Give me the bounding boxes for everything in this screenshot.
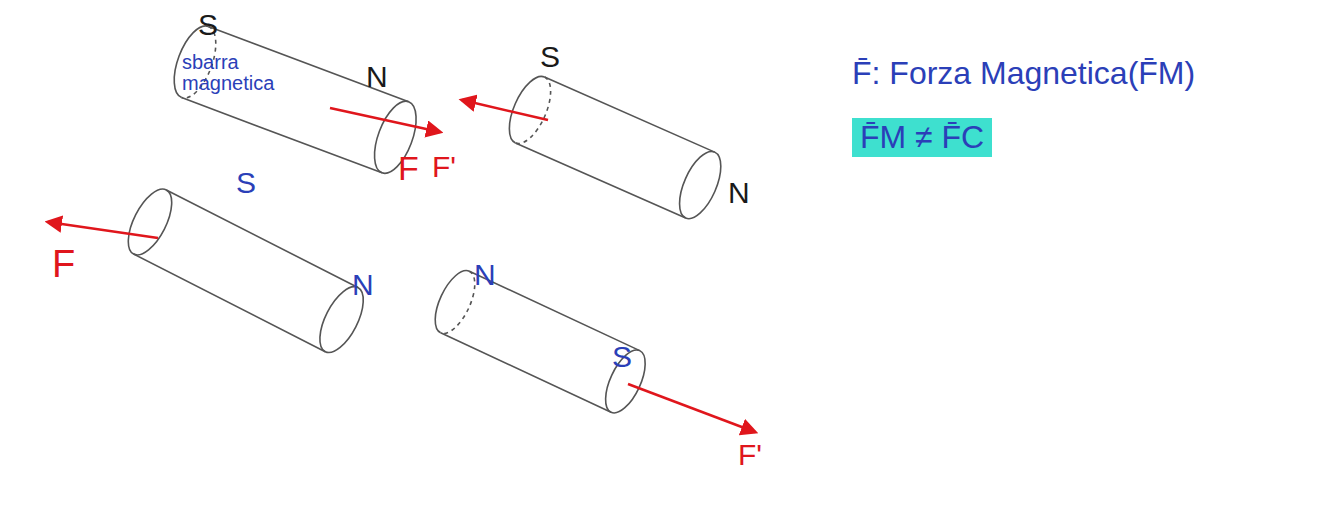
pole-label: N <box>352 268 374 301</box>
pole-label: N <box>474 258 496 291</box>
pole-label: S <box>540 40 560 73</box>
force-label: F <box>398 150 419 187</box>
force-arrows <box>48 100 755 432</box>
bar-magnet <box>501 71 730 225</box>
force-label: F <box>52 244 75 286</box>
definition-note: F̄: Forza Magnetica(F̄M) <box>852 56 1195 91</box>
magnet-bar-box: sbarra magnetica <box>182 52 282 94</box>
bar-magnet <box>119 183 372 359</box>
pole-label: S <box>612 340 632 373</box>
node-text: sbarra magnetica <box>182 52 282 94</box>
bar-magnet <box>166 20 425 178</box>
force-arrow <box>628 384 755 432</box>
bar-magnets <box>119 20 729 418</box>
force-label: F' <box>738 438 762 471</box>
bar-magnet <box>427 265 653 419</box>
force-label: F' <box>432 150 456 183</box>
pole-label: S <box>198 8 218 41</box>
highlight-note: F̄M ≠ F̄C <box>852 118 992 157</box>
force-arrow <box>330 108 440 132</box>
force-arrow <box>48 222 158 238</box>
pole-label: N <box>366 60 388 93</box>
pole-label: S <box>236 166 256 199</box>
pole-label: N <box>728 176 750 209</box>
force-arrow <box>462 100 548 120</box>
